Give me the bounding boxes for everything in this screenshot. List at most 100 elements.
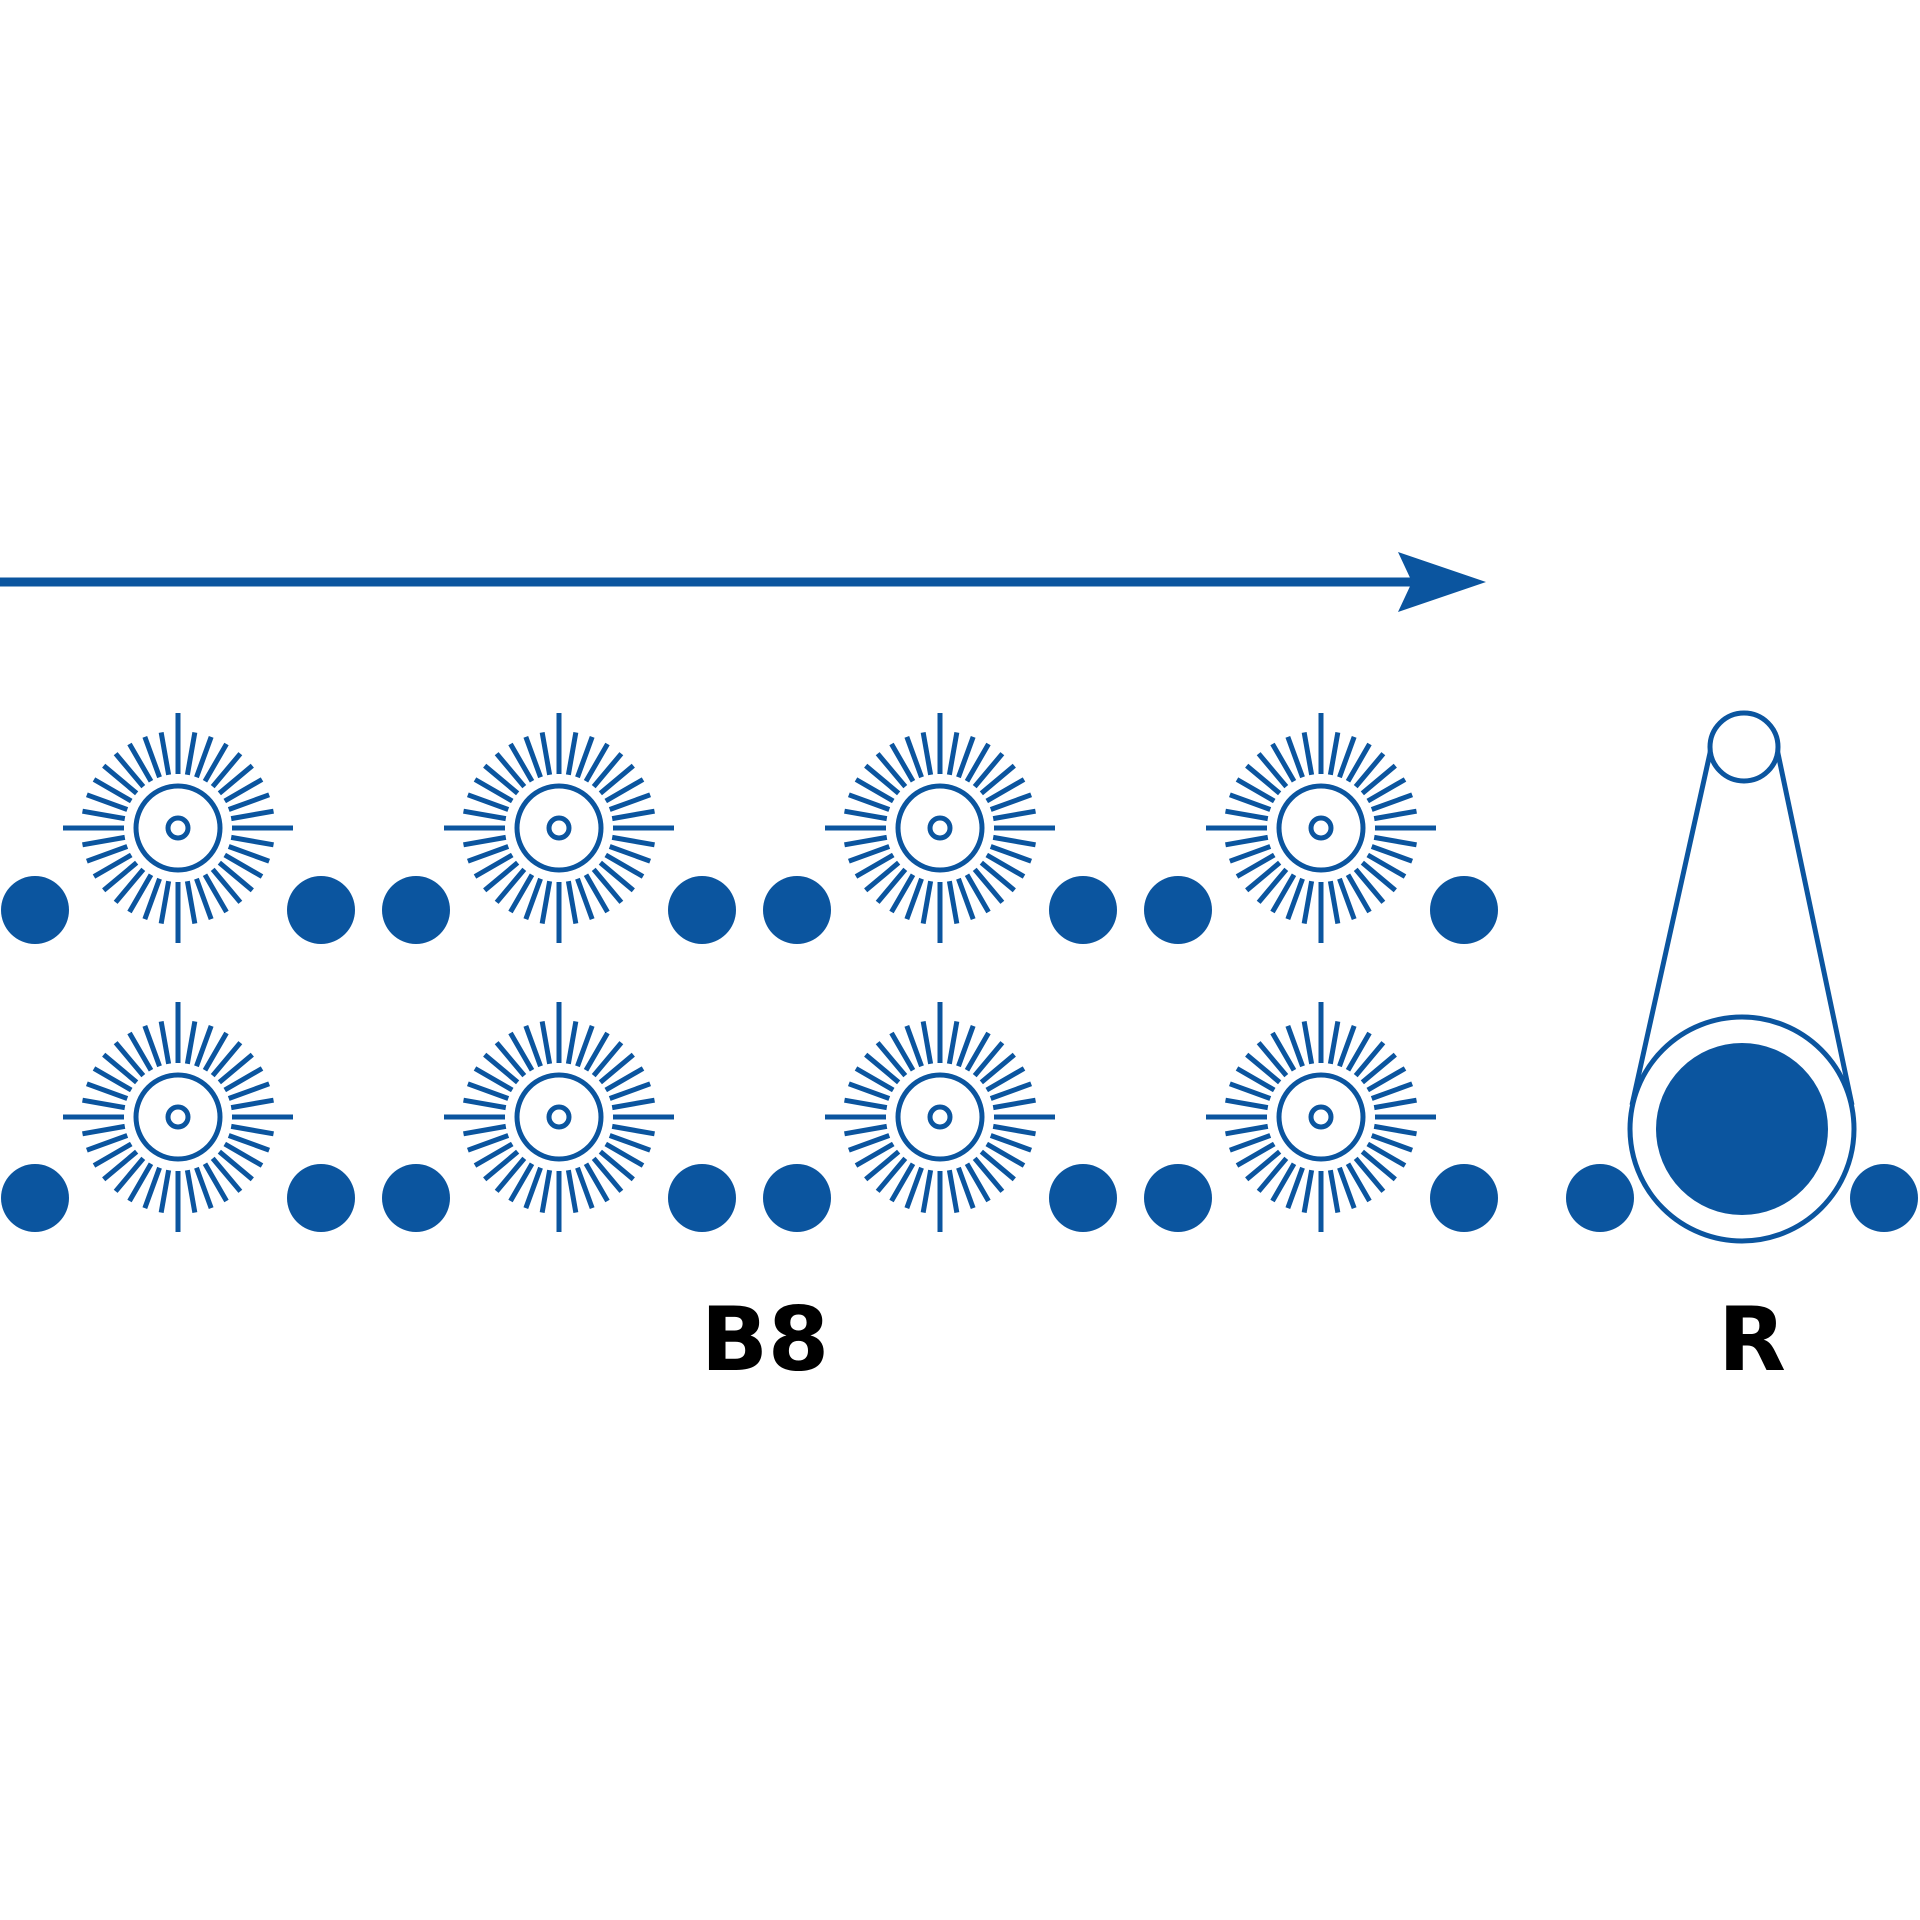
sunburst-ray bbox=[539, 732, 553, 776]
sunburst-ray bbox=[1366, 1066, 1407, 1093]
sunburst-center bbox=[546, 815, 572, 841]
sunburst-ray bbox=[1327, 732, 1341, 776]
sunburst-ray bbox=[142, 877, 162, 921]
sunburst-ray bbox=[1353, 867, 1386, 904]
sunburst-ray bbox=[847, 792, 891, 812]
sunburst-ray bbox=[158, 1169, 172, 1213]
sunburst-ray bbox=[1235, 777, 1276, 804]
sunburst-ray bbox=[946, 1021, 960, 1065]
sunburst-ray bbox=[473, 1141, 514, 1168]
sunburst-ray bbox=[920, 1169, 934, 1213]
sunburst-ray bbox=[1337, 877, 1357, 921]
sunburst-ray bbox=[217, 1149, 254, 1182]
sunburst-ray bbox=[1345, 1162, 1372, 1203]
sunburst-ray bbox=[508, 1031, 535, 1072]
sunburst-ray bbox=[223, 852, 264, 879]
sunburst-center bbox=[927, 815, 953, 841]
sunburst-ray bbox=[1256, 867, 1289, 904]
sunburst-ray bbox=[463, 834, 507, 848]
sunburst-ray bbox=[82, 808, 126, 822]
sunburst-unit bbox=[1, 1002, 355, 1232]
sunburst-ray bbox=[904, 735, 924, 779]
sunburst-ray bbox=[1345, 742, 1372, 783]
connector-dot bbox=[1430, 876, 1498, 944]
sunburst-ray bbox=[217, 763, 254, 796]
sunburst-ray bbox=[964, 1162, 991, 1203]
sunburst-ray bbox=[844, 1097, 888, 1111]
r-right-dot bbox=[1850, 1164, 1918, 1232]
sunburst-ray bbox=[854, 1141, 895, 1168]
sunburst-ray bbox=[113, 1156, 146, 1193]
sunburst-ray bbox=[875, 1156, 908, 1193]
sunburst-ray bbox=[1245, 1149, 1282, 1182]
sunburst-ray bbox=[92, 852, 133, 879]
sunburst-ray bbox=[575, 735, 595, 779]
connector-dot bbox=[1, 1164, 69, 1232]
sunburst-unit bbox=[382, 713, 736, 944]
sunburst-ray bbox=[972, 752, 1005, 789]
sunburst-ray bbox=[92, 777, 133, 804]
connector-dot bbox=[382, 876, 450, 944]
sunburst-center bbox=[1308, 1104, 1334, 1130]
sunburst-ray bbox=[184, 1021, 198, 1065]
sunburst-ray bbox=[1370, 1133, 1414, 1153]
sunburst-ray bbox=[964, 873, 991, 914]
connector-dot bbox=[1144, 1164, 1212, 1232]
cone-right-edge bbox=[1773, 743, 1855, 1106]
sunburst-ray bbox=[1366, 852, 1407, 879]
sunburst-ray bbox=[113, 752, 146, 789]
sunburst-ray bbox=[223, 1066, 264, 1093]
sunburst-ray bbox=[194, 735, 214, 779]
sunburst-ray bbox=[1373, 834, 1417, 848]
sunburst-ray bbox=[1327, 880, 1341, 924]
sunburst-ray bbox=[565, 732, 579, 776]
sunburst-ray bbox=[591, 752, 624, 789]
sunburst-ray bbox=[494, 867, 527, 904]
sunburst-ray bbox=[889, 1031, 916, 1072]
sunburst-ray bbox=[565, 880, 579, 924]
sunburst-ray bbox=[889, 873, 916, 914]
sunburst-ray bbox=[575, 1024, 595, 1068]
sunburst-ray bbox=[127, 1162, 154, 1203]
sunburst-ray bbox=[127, 873, 154, 914]
sunburst-ray bbox=[102, 860, 139, 893]
sunburst-ray bbox=[1327, 1169, 1341, 1213]
sunburst-ray bbox=[1337, 1166, 1357, 1210]
sunburst-ray bbox=[1301, 732, 1315, 776]
sunburst-ray bbox=[864, 763, 901, 796]
sunburst-ray bbox=[1353, 1041, 1386, 1078]
sunburst-ray bbox=[1256, 1041, 1289, 1078]
sunburst-ray bbox=[1360, 1149, 1397, 1182]
sunburst-ray bbox=[985, 1141, 1026, 1168]
connector-dot bbox=[763, 1164, 831, 1232]
sunburst-ray bbox=[1373, 808, 1417, 822]
sunburst-ray bbox=[194, 1166, 214, 1210]
direction-arrow bbox=[0, 552, 1486, 612]
sunburst-ray bbox=[591, 867, 624, 904]
sunburst-ray bbox=[979, 763, 1016, 796]
sunburst-ray bbox=[992, 1123, 1036, 1137]
sunburst-ray bbox=[223, 777, 264, 804]
sunburst-ray bbox=[575, 1166, 595, 1210]
sunburst-ray bbox=[82, 1123, 126, 1137]
sunburst-ray bbox=[1327, 1021, 1341, 1065]
sunburst-ray bbox=[979, 1149, 1016, 1182]
connector-dot bbox=[1144, 876, 1212, 944]
sunburst-ray bbox=[1270, 1162, 1297, 1203]
sunburst-ray bbox=[158, 1021, 172, 1065]
sunburst-ray bbox=[1225, 1123, 1269, 1137]
sunburst-ray bbox=[494, 1041, 527, 1078]
sunburst-ray bbox=[1370, 844, 1414, 864]
sunburst-unit bbox=[1144, 1002, 1498, 1232]
sunburst-ray bbox=[875, 867, 908, 904]
sunburst-ray bbox=[142, 1024, 162, 1068]
sunburst-ray bbox=[946, 1169, 960, 1213]
sunburst-ray bbox=[466, 792, 510, 812]
sunburst-ring bbox=[895, 1072, 985, 1162]
sunburst-ray bbox=[227, 1133, 271, 1153]
sunburst-ray bbox=[583, 1162, 610, 1203]
sunburst-ray bbox=[217, 860, 254, 893]
sunburst-ray bbox=[1228, 1133, 1272, 1153]
sunburst-ray bbox=[611, 834, 655, 848]
sunburst-ray bbox=[463, 1123, 507, 1137]
